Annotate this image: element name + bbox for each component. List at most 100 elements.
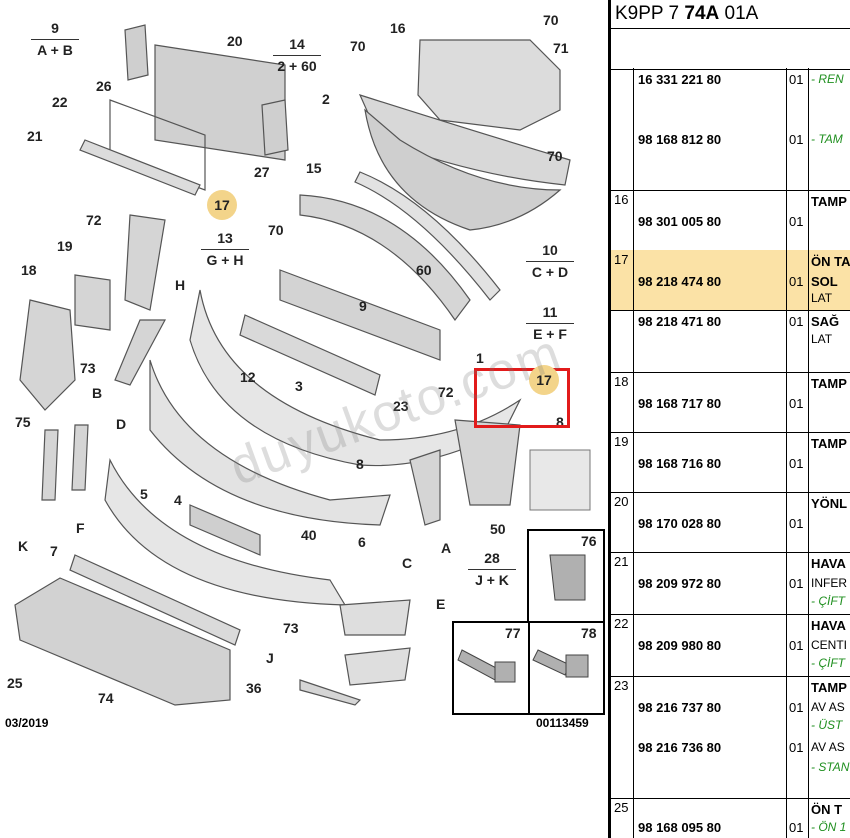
row-number: 17 [611,250,634,310]
callout-25[interactable]: 25 [7,675,23,691]
callout-27[interactable]: 27 [254,164,270,180]
description: TAMP [811,680,847,695]
callout-60[interactable]: 60 [416,262,432,278]
callout-A[interactable]: A [441,540,452,556]
callout-21[interactable]: 21 [27,128,43,144]
quantity: 01 [789,456,804,471]
description-sub: AV AS [811,740,845,754]
callout-H[interactable]: H [175,277,186,293]
row-number [611,68,634,190]
part-17-badge[interactable]: 17 [207,190,237,220]
row-number: 16 [611,190,634,250]
table-row[interactable]: 21 98 209 972 80 01 HAVA INFER - ÇİFT [611,552,850,615]
callout-40[interactable]: 40 [301,527,317,543]
description-sub: CENTI [811,638,847,652]
callout-75[interactable]: 75 [15,414,31,430]
callout-72[interactable]: 72 [86,212,102,228]
quantity: 01 [789,132,804,147]
row-number: 19 [611,432,634,492]
callout-C[interactable]: C [402,555,413,571]
table-row[interactable]: 16 331 221 80 98 168 812 80 01 01 - REN … [611,68,850,191]
part-number: 98 218 471 80 [638,314,722,329]
callout-20[interactable]: 20 [227,33,243,49]
row-number: 18 [611,372,634,432]
row-number: 25 [611,798,634,838]
callout-2[interactable]: 2 [322,91,330,107]
callout-36[interactable]: 36 [246,680,262,696]
table-row[interactable]: 20 98 170 028 80 01 YÖNL [611,492,850,553]
callout-18[interactable]: 18 [21,262,37,278]
callout-77[interactable]: 77 [505,625,521,641]
callout-72b[interactable]: 72 [438,384,454,400]
callout-73[interactable]: 73 [80,360,96,376]
callout-70c[interactable]: 70 [547,148,563,164]
callout-K[interactable]: K [18,538,29,554]
callout-22[interactable]: 22 [52,94,68,110]
description-sub: LAT [811,332,833,346]
table-row[interactable]: 18 98 168 717 80 01 TAMP [611,372,850,433]
part-number: 98 168 812 80 [638,132,722,147]
table-row[interactable]: 22 98 209 980 80 01 HAVA CENTI - ÇİFT [611,614,850,677]
table-row[interactable]: 98 218 471 80 01 SAĞ LAT [611,310,850,373]
callout-74[interactable]: 74 [98,690,114,706]
callout-73b[interactable]: 73 [283,620,299,636]
row-number: 22 [611,614,634,676]
callout-50[interactable]: 50 [490,521,506,537]
callout-71[interactable]: 71 [553,40,569,56]
description: TAMP [811,436,847,451]
description-note: - ÇİFT [811,656,845,670]
callout-70d[interactable]: 70 [268,222,284,238]
part-17-highlight-badge[interactable]: 17 [529,365,559,395]
part-number: 98 216 737 80 [638,700,722,715]
row-number: 21 [611,552,634,614]
callout-F[interactable]: F [76,520,85,536]
description: - REN [811,72,844,86]
part-16-shape [417,39,561,131]
callout-76[interactable]: 76 [581,533,597,549]
quantity: 01 [789,214,804,229]
callout-6[interactable]: 6 [358,534,366,550]
callout-26[interactable]: 26 [96,78,112,94]
quantity: 01 [789,396,804,411]
table-row[interactable]: 25 98 168 095 80 01 ÖN T - ÖN 1 [611,798,850,838]
part-number: 98 168 717 80 [638,396,722,411]
description: YÖNL [811,496,848,511]
callout-1[interactable]: 1 [476,350,484,366]
callout-70[interactable]: 70 [543,12,559,28]
quantity: 01 [789,516,804,531]
callout-7[interactable]: 7 [50,543,58,559]
callout-70b[interactable]: 70 [350,38,366,54]
callout-3[interactable]: 3 [295,378,303,394]
callout-19[interactable]: 19 [57,238,73,254]
diagram-drawing [14,24,605,715]
callout-78[interactable]: 78 [581,625,597,641]
callout-12[interactable]: 12 [240,369,256,385]
description-note: - ÇİFT [811,594,845,608]
table-row[interactable]: 16 98 301 005 80 01 TAMP [611,190,850,251]
table-row[interactable]: 19 98 168 716 80 01 TAMP [611,432,850,493]
callout-8[interactable]: 8 [556,414,564,430]
callout-J[interactable]: J [266,650,274,666]
table-row[interactable]: 23 98 216 737 80 98 216 736 80 01 01 TAM… [611,676,850,799]
callout-70e[interactable]: 9 [359,298,367,314]
callout-D[interactable]: D [116,416,127,432]
table-row-highlighted[interactable]: 17 98 218 474 80 01 ÖN TA SOL LAT [611,250,850,311]
callout-B[interactable]: B [92,385,103,401]
parts-diagram: 70 16 71 20 70 26 22 2 21 27 15 70 72 19… [5,12,605,730]
callout-15[interactable]: 15 [306,160,322,176]
callout-4[interactable]: 4 [174,492,182,508]
callout-8b[interactable]: 8 [356,456,364,472]
callout-5[interactable]: 5 [140,486,148,502]
description-note: - ÖN 1 [811,820,847,834]
callout-E[interactable]: E [436,596,446,612]
row-number: 23 [611,676,634,798]
callout-23[interactable]: 23 [393,398,409,414]
description: TAMP [811,376,847,391]
callout-16[interactable]: 16 [390,20,406,36]
part-number: 98 170 028 80 [638,516,722,531]
